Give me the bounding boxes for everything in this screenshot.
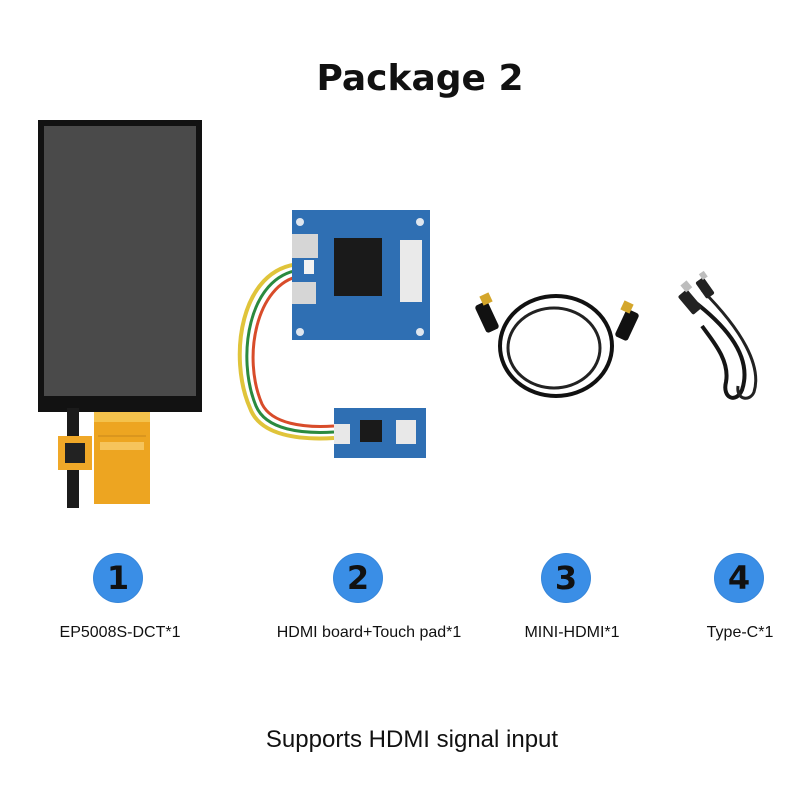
item-number-badge-4: 4 — [714, 553, 764, 603]
type-c-cable-image — [672, 270, 772, 406]
item-number-badge-1: 1 — [93, 553, 143, 603]
display-panel-image — [36, 118, 206, 518]
hdmi-driver-board-icon — [237, 210, 430, 458]
lcd-display-panel-icon — [38, 120, 202, 508]
footer-note: Supports HDMI signal input — [265, 726, 559, 753]
item-label-4: Type-C*1 — [706, 624, 774, 641]
item-number-badge-3: 3 — [541, 553, 591, 603]
item-label-2: HDMI board+Touch pad*1 — [276, 624, 462, 641]
mini-hdmi-cable-image — [470, 288, 642, 404]
item-label-1: EP5008S-DCT*1 — [59, 624, 181, 641]
hdmi-board-image — [230, 208, 434, 462]
item-label-3: MINI-HDMI*1 — [524, 624, 620, 641]
package-title: Package 2 — [316, 58, 524, 99]
type-c-cable-icon — [678, 270, 758, 400]
item-number-badge-2: 2 — [333, 553, 383, 603]
mini-hdmi-cable-icon — [475, 292, 639, 398]
